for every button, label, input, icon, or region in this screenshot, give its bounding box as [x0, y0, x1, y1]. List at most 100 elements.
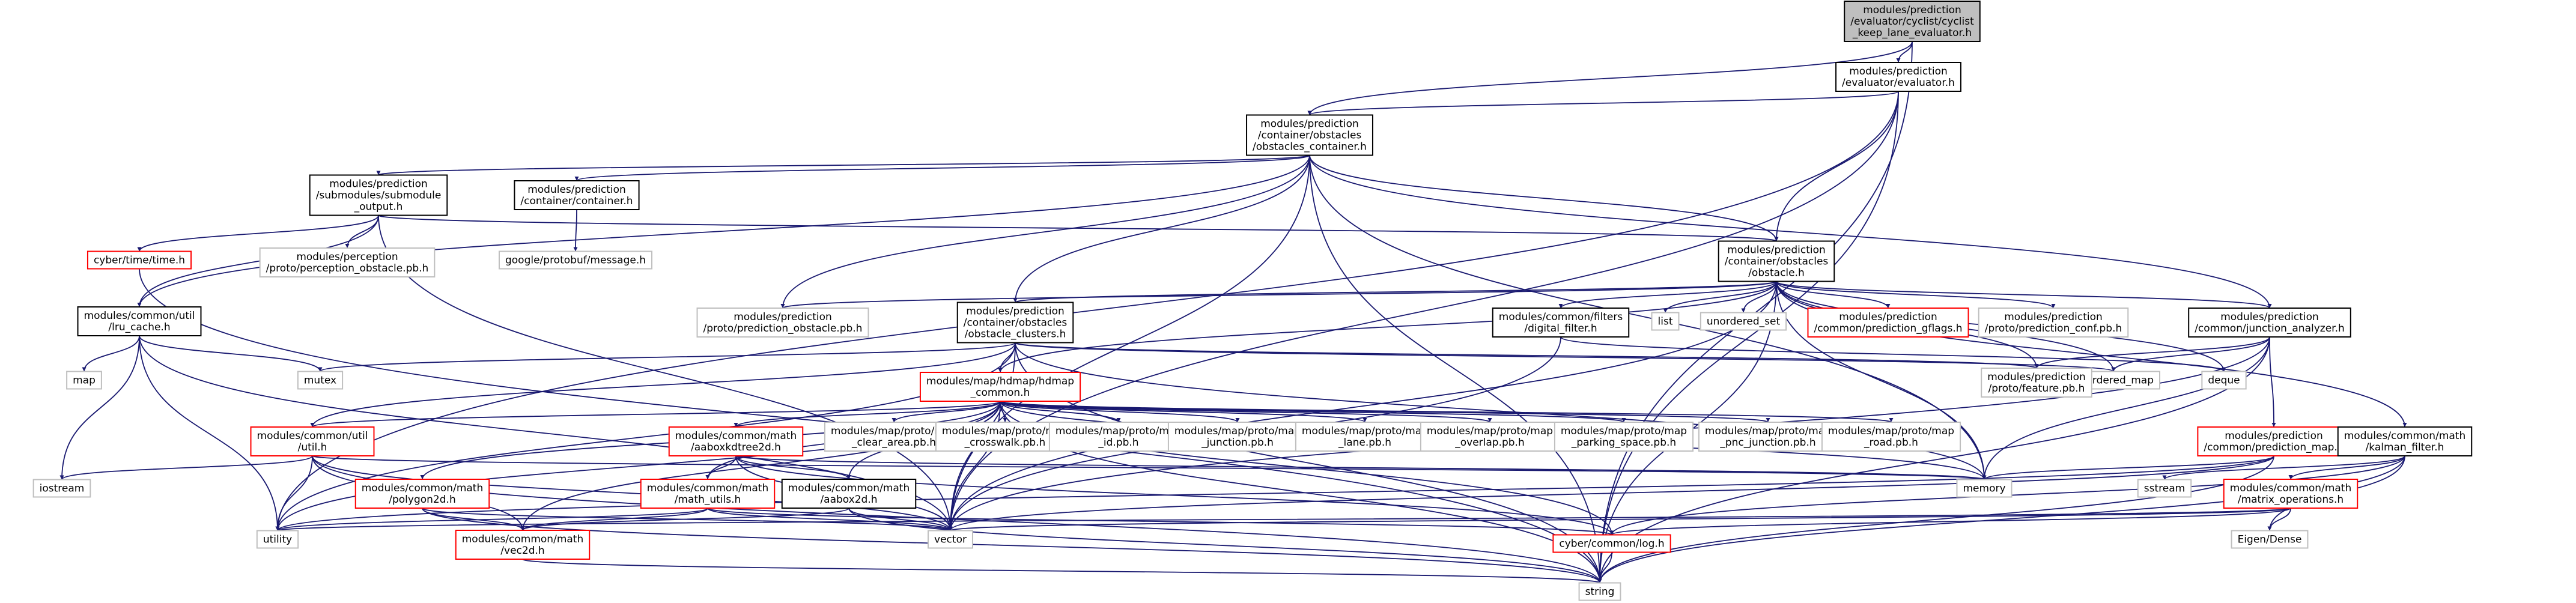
node-label-line: /kalman_filter.h — [2366, 441, 2444, 453]
node-label-line: _keep_lane_evaluator.h — [1852, 27, 1972, 39]
node-prediction-gflags[interactable]: modules/prediction/common/prediction_gfl… — [1807, 308, 1969, 338]
node-label-line: _lane.pb.h — [1338, 437, 1391, 449]
node-iostream: iostream — [32, 479, 91, 498]
node-label-line: modules/common/util — [257, 430, 368, 442]
node-digital-filter[interactable]: modules/common/filters/digital_filter.h — [1492, 308, 1630, 338]
node-matrix-operations[interactable]: modules/common/math/matrix_operations.h — [2223, 479, 2359, 509]
edge-line — [522, 559, 1602, 584]
node-label-line: modules/prediction — [2220, 311, 2319, 323]
edge-obstacles-container-to-obstacle — [1309, 155, 1779, 241]
node-hdmap-common[interactable]: modules/map/hdmap/hdmap_common.h — [919, 372, 1081, 402]
node-box — [77, 306, 202, 336]
node-google-message: google/protobuf/message.h — [498, 250, 653, 270]
edge-container-to-google-message — [573, 209, 578, 252]
edge-line — [377, 154, 1310, 176]
node-box — [66, 371, 102, 390]
edge-line — [949, 508, 2291, 532]
node-label-line: modules/prediction — [2225, 430, 2323, 442]
node-label-line: /aabox2d.h — [820, 494, 877, 506]
node-box — [2337, 426, 2473, 456]
node-aabox2d[interactable]: modules/common/math/aabox2d.h — [781, 479, 917, 509]
node-map-lane: modules/map/proto/map_lane.pb.h — [1295, 422, 1435, 452]
node-box — [1956, 479, 2012, 498]
node-label-line: _clear_area.pb.h — [851, 437, 936, 449]
edge-obstacle-to-prediction-gflags — [1776, 281, 1891, 309]
node-label-line: modules/common/math — [362, 482, 483, 494]
node-box — [1807, 308, 1969, 338]
edge-lru-cache-to-map — [82, 335, 140, 372]
edge-aaboxkdtree-to-aabox2d — [735, 455, 851, 480]
node-vec2d[interactable]: modules/common/math/vec2d.h — [455, 530, 591, 560]
node-feature-pb: modules/prediction/proto/feature.pb.h — [1981, 368, 2092, 398]
node-label-line: /container/obstacles — [1725, 256, 1829, 268]
node-label-line: cyber/common/log.h — [1559, 538, 1664, 550]
edge-obstacles-container-to-lru-cache — [137, 155, 1310, 308]
node-sstream: sstream — [2137, 479, 2192, 498]
edge-line — [707, 508, 1614, 536]
node-label-line: Eigen/Dense — [2238, 534, 2302, 546]
node-label-line: /common/junction_analyzer.h — [2195, 323, 2345, 335]
node-label-line: modules/map/proto/map — [831, 425, 957, 437]
node-map-road: modules/map/proto/map_road.pb.h — [1821, 422, 1961, 452]
edge-prediction-map-to-utility — [275, 455, 2274, 532]
node-vector: vector — [928, 530, 973, 549]
node-label-line: /obstacles_container.h — [1253, 141, 1367, 153]
node-polygon2d[interactable]: modules/common/math/polygon2d.h — [354, 479, 490, 509]
edge-line — [2111, 336, 2270, 372]
node-prediction-map[interactable]: modules/prediction/common/prediction_map… — [2197, 426, 2351, 456]
edge-aaboxkdtree-to-memory — [735, 455, 1986, 480]
edge-line — [1015, 342, 2116, 372]
edge-lru-cache-to-mutex — [139, 335, 323, 372]
node-label-line: modules/common/math — [2230, 482, 2351, 494]
node-box — [919, 372, 1081, 402]
node-label-line: _road.pb.h — [1864, 437, 1918, 449]
node-label-line: /matrix_operations.h — [2238, 494, 2344, 506]
edge-hdmap-common-to-parking-space — [1000, 401, 1626, 423]
node-label-line: modules/map/proto/map — [1302, 425, 1428, 437]
node-util[interactable]: modules/common/util/util.h — [250, 426, 375, 456]
node-label-line: /common/prediction_map.h — [2204, 441, 2344, 453]
node-kalman-filter[interactable]: modules/common/math/kalman_filter.h — [2337, 426, 2473, 456]
node-label-line: _crosswalk.pb.h — [964, 437, 1046, 449]
edge-cyber-log-to-string — [1597, 552, 1612, 583]
edge-math-utils-to-vector — [707, 508, 953, 532]
edge-line — [520, 508, 849, 531]
node-label-line: modules/common/math — [462, 533, 583, 545]
node-junction-analyzer[interactable]: modules/prediction/common/junction_analy… — [2188, 308, 2351, 338]
edge-line — [1663, 281, 1777, 313]
node-obstacles-container[interactable]: modules/prediction/container/obstacles/o… — [1246, 114, 1373, 156]
nodes-layer: modules/prediction/evaluator/cyclist/cyc… — [32, 1, 2473, 601]
edge-line — [139, 335, 280, 531]
node-label-line: deque — [2208, 375, 2240, 387]
node-label-line: modules/prediction — [1849, 65, 1948, 77]
edge-line — [734, 401, 1001, 428]
node-box — [1718, 240, 1835, 282]
node-evaluator[interactable]: modules/prediction/evaluator/evaluator.h — [1835, 62, 1961, 92]
edge-submodule-output-to-vector — [378, 215, 953, 531]
edge-line — [137, 155, 1310, 308]
node-cyber-log[interactable]: cyber/common/log.h — [1552, 534, 1671, 553]
edge-hdmap-common-to-map-lane — [1000, 401, 1367, 423]
node-math-utils[interactable]: modules/common/math/math_utils.h — [640, 479, 776, 509]
node-aaboxkdtree[interactable]: modules/common/math/aaboxkdtree2d.h — [668, 426, 804, 456]
node-box — [1821, 422, 1961, 452]
edge-line — [1309, 155, 1602, 583]
edge-line — [735, 455, 851, 480]
node-label-line: string — [1585, 586, 1615, 598]
node-box — [696, 308, 869, 338]
node-obstacle-clusters[interactable]: modules/prediction/container/obstacles/o… — [956, 302, 1074, 344]
edge-line — [276, 508, 2291, 532]
edge-obstacles-container-to-junction-analyzer — [1309, 155, 2272, 309]
edge-line — [848, 508, 1602, 583]
node-obstacle[interactable]: modules/prediction/container/obstacles/o… — [1718, 240, 1835, 282]
edge-root-to-evaluator — [1896, 41, 1913, 63]
node-root[interactable]: modules/prediction/evaluator/cyclist/cyc… — [1844, 1, 1981, 42]
edge-polygon2d-to-string — [422, 508, 1602, 583]
node-lru-cache[interactable]: modules/common/util/lru_cache.h — [77, 306, 202, 336]
edge-line — [574, 154, 1310, 181]
node-submodule-output[interactable]: modules/prediction/submodules/submodule_… — [309, 174, 448, 216]
edge-hdmap-common-to-aaboxkdtree — [734, 401, 1001, 428]
node-cyber-time[interactable]: cyber/time/time.h — [87, 250, 192, 270]
node-container[interactable]: modules/prediction/container/container.h — [514, 180, 640, 210]
